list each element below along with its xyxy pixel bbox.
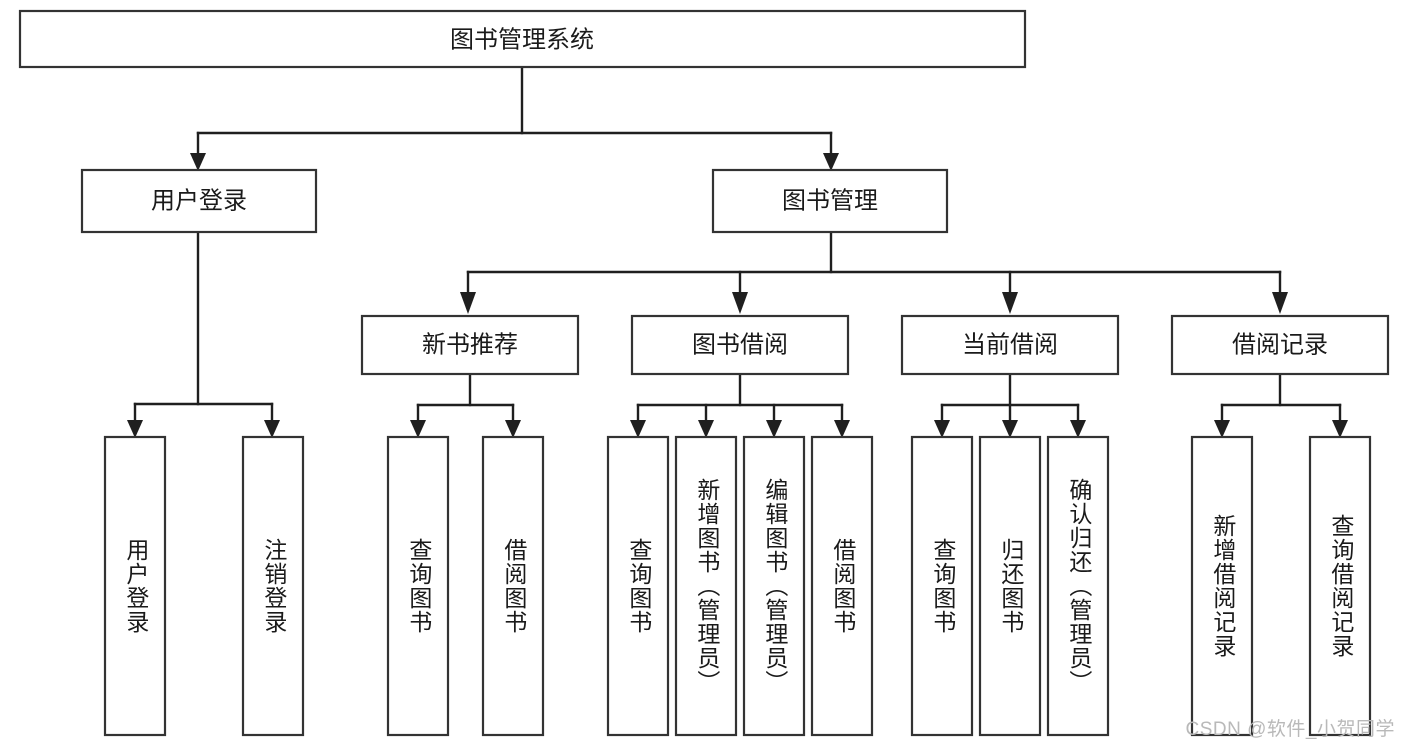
leaf-add-book-label: 新增图书（管理员） [693,478,720,694]
leaf-user-login[interactable]: 用户登录 [103,435,167,737]
leaf-logout-login-label: 注销登录 [260,538,287,634]
leaf-user-login-box[interactable] [103,435,167,737]
leaf-user-login-label: 用户登录 [122,538,149,634]
leaf-query-book-1[interactable]: 查询图书 [386,435,450,737]
csdn-watermark: CSDN @软件_小贺同学 [1185,719,1395,740]
leaf-return-book-label: 归还图书 [997,538,1024,634]
leaf-query-record[interactable]: 查询借阅记录 [1308,435,1372,737]
arrow-bm-to-new-book [460,292,476,314]
leaf-confirm-return-label: 确认归还（管理员） [1065,478,1092,694]
connector-group-current-borrow [934,371,1086,438]
leaf-borrow-book-1[interactable]: 借阅图书 [481,435,545,737]
arrow-user-login-leaf-1 [127,420,143,438]
node-new-book-recommend-label: 新书推荐 [422,331,518,358]
arrow-bb-leaf-4 [834,420,850,438]
leaf-query-record-box[interactable] [1308,435,1372,737]
arrow-nbr-leaf-2 [505,420,521,438]
leaf-add-book-box[interactable] [674,435,738,737]
node-user-login-box[interactable] [80,168,318,234]
leaf-edit-book-box[interactable] [742,435,806,737]
leaf-borrow-book-2[interactable]: 借阅图书 [810,435,874,737]
arrow-nbr-leaf-1 [410,420,426,438]
connector-group-new-book-recommend [410,371,521,438]
node-book-management-box[interactable] [711,168,949,234]
leaf-query-book-2-box[interactable] [606,435,670,737]
arrow-br-leaf-1 [1214,420,1230,438]
node-current-borrow[interactable]: 当前借阅 [900,314,1120,376]
node-book-management[interactable]: 图书管理 [711,168,949,234]
leaf-add-record[interactable]: 新增借阅记录 [1190,435,1254,737]
leaf-query-book-1-label: 查询图书 [405,538,432,634]
arrow-bb-leaf-2 [698,420,714,438]
node-user-login-label: 用户登录 [151,187,247,214]
leaf-edit-book[interactable]: 编辑图书（管理员） [742,435,806,737]
leaf-borrow-book-1-label: 借阅图书 [500,538,527,634]
node-book-management-label: 图书管理 [782,187,878,214]
node-borrow-record-label: 借阅记录 [1232,331,1328,358]
leaf-query-book-2[interactable]: 查询图书 [606,435,670,737]
node-current-borrow-box[interactable] [900,314,1120,376]
leaf-borrow-book-2-box[interactable] [810,435,874,737]
arrow-root-to-book-management [823,153,839,171]
leaf-add-book[interactable]: 新增图书（管理员） [674,435,738,737]
arrow-user-login-leaf-2 [264,420,280,438]
arrow-bb-leaf-1 [630,420,646,438]
leaf-add-record-label: 新增借阅记录 [1209,514,1236,658]
leaf-logout-login[interactable]: 注销登录 [241,435,305,737]
arrow-br-leaf-2 [1332,420,1348,438]
arrow-bm-to-book-borrow [732,292,748,314]
leaf-confirm-return[interactable]: 确认归还（管理员） [1046,435,1110,737]
connector-group-book-management [460,230,1288,314]
node-new-book-recommend-box[interactable] [360,314,580,376]
arrow-cb-leaf-3 [1070,420,1086,438]
leaf-confirm-return-box[interactable] [1046,435,1110,737]
leaf-query-book-1-box[interactable] [386,435,450,737]
leaf-add-record-box[interactable] [1190,435,1254,737]
arrow-bm-to-borrow-record [1272,292,1288,314]
connector-group-book-borrow [630,371,850,438]
node-root[interactable]: 图书管理系统 [18,9,1027,69]
node-user-login[interactable]: 用户登录 [80,168,318,234]
leaf-query-book-3-box[interactable] [910,435,974,737]
node-root-label: 图书管理系统 [450,26,594,53]
node-current-borrow-label: 当前借阅 [962,331,1058,358]
node-root-box[interactable] [18,9,1027,69]
node-borrow-record-box[interactable] [1170,314,1390,376]
node-new-book-recommend[interactable]: 新书推荐 [360,314,580,376]
leaf-borrow-book-2-label: 借阅图书 [829,538,856,634]
node-book-borrow-box[interactable] [630,314,850,376]
connector-group-user-login [127,230,280,438]
arrow-cb-leaf-1 [934,420,950,438]
leaf-query-book-3[interactable]: 查询图书 [910,435,974,737]
node-book-borrow-label: 图书借阅 [692,331,788,358]
leaf-borrow-book-1-box[interactable] [481,435,545,737]
leaf-logout-login-box[interactable] [241,435,305,737]
arrow-bm-to-current-borrow [1002,292,1018,314]
connector-group-root [190,65,839,171]
leaf-edit-book-label: 编辑图书（管理员） [761,478,788,694]
arrow-root-to-user-login [190,153,206,171]
arrow-cb-leaf-2 [1002,420,1018,438]
arrow-bb-leaf-3 [766,420,782,438]
leaf-query-record-label: 查询借阅记录 [1327,514,1354,658]
node-borrow-record[interactable]: 借阅记录 [1170,314,1390,376]
connector-group-borrow-record [1214,371,1348,438]
leaf-query-book-3-label: 查询图书 [929,538,956,634]
leaf-query-book-2-label: 查询图书 [625,538,652,634]
node-book-borrow[interactable]: 图书借阅 [630,314,850,376]
leaf-return-book-box[interactable] [978,435,1042,737]
leaf-return-book[interactable]: 归还图书 [978,435,1042,737]
